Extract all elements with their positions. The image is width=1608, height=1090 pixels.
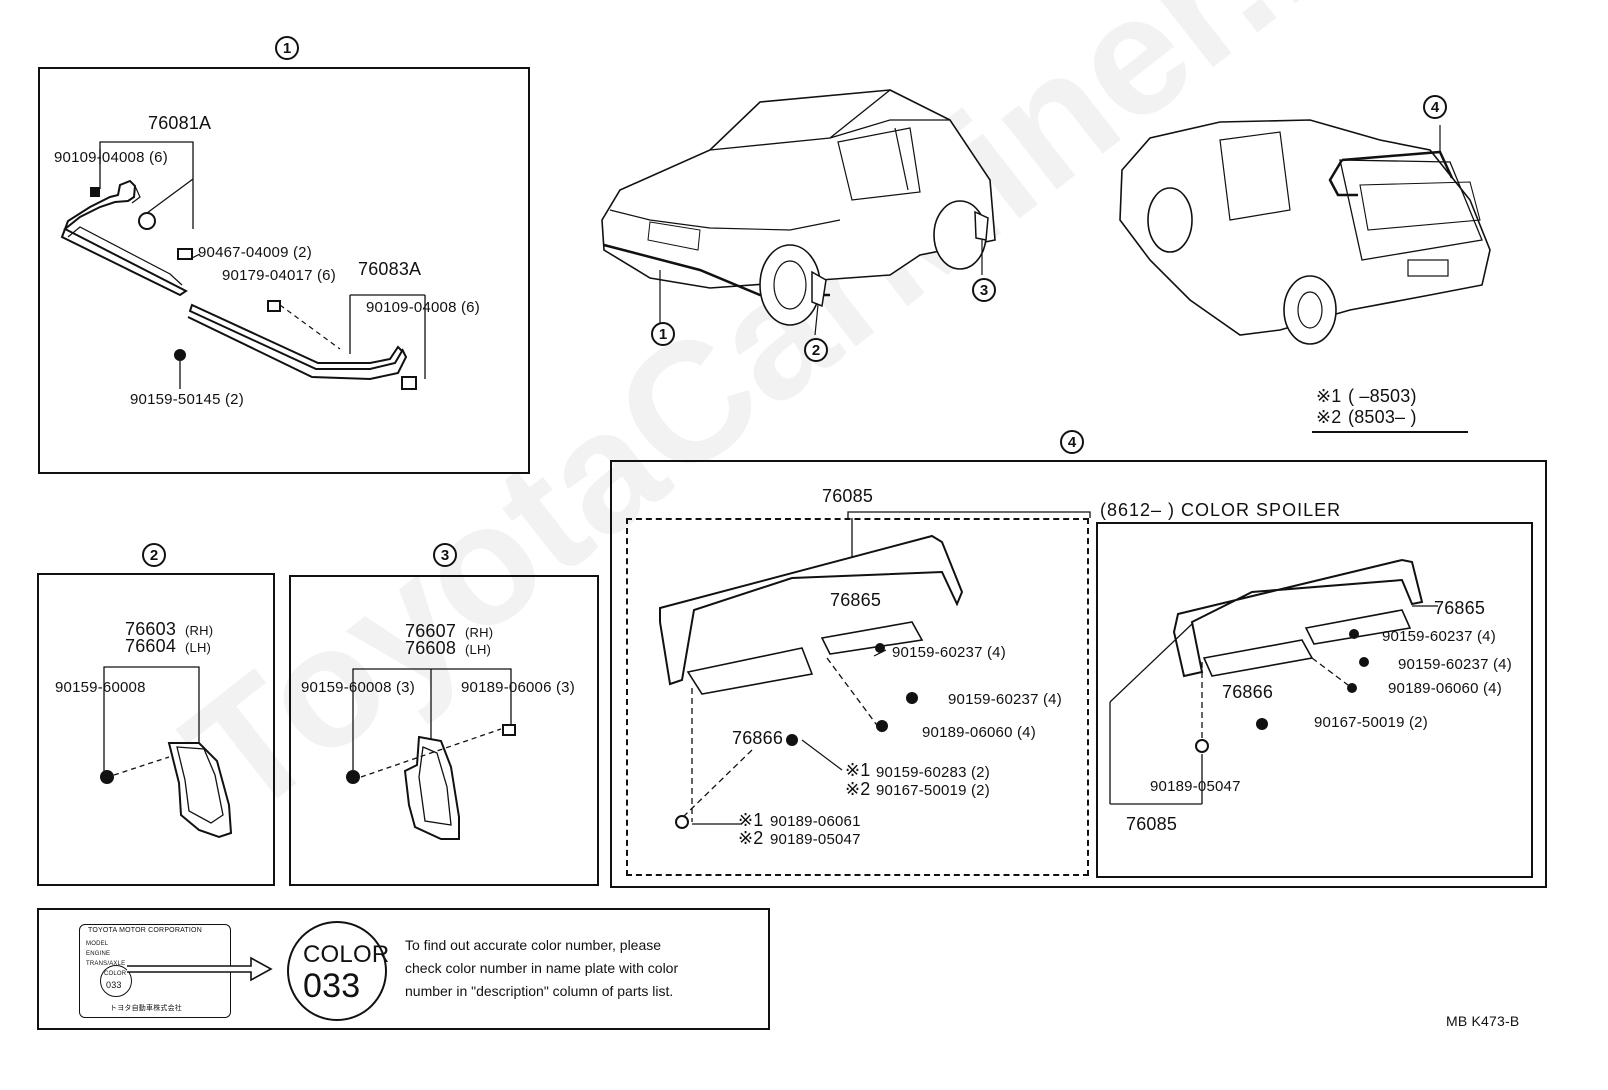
plate-line-5: COLOR [104, 971, 127, 977]
label-76604: 76604 [125, 636, 177, 656]
color-spoiler-heading: (8612– ) COLOR SPOILER [1100, 500, 1342, 520]
label-90109-04008-b: 90109-04008 (6) [366, 299, 480, 316]
plate-line-6: 033 [106, 980, 122, 990]
plate-line-3: ENGINE [86, 951, 111, 957]
pointer-arrow [127, 956, 273, 982]
legend-text-1: ( –8503) [1348, 386, 1417, 406]
label-90159-60283: 90159-60283 (2) [876, 764, 990, 781]
section-2-panel: 76603 (RH) 76604 (LH) 90159-60008 [37, 573, 275, 886]
label-90159-60237-left-a: 90159-60237 (4) [892, 644, 1006, 661]
label-90467-04009: 90467-04009 (2) [198, 244, 312, 261]
plate-line-1: TOYOTA MOTOR CORPORATION [88, 927, 202, 934]
legend-mark-2b-left: ※2 [738, 828, 764, 848]
label-76866-right: 76866 [1222, 682, 1274, 702]
label-76608: 76608 [405, 638, 457, 658]
label-90167-50019-left: 90167-50019 (2) [876, 782, 990, 799]
label-90159-50145: 90159-50145 (2) [130, 391, 244, 408]
plate-line-2: MODEL [86, 941, 109, 947]
label-76081A: 76081A [148, 113, 212, 133]
callout-3-header: 3 [433, 543, 457, 567]
color-badge: COLOR 033 [287, 921, 390, 1021]
legend-mark-1b-left: ※1 [738, 810, 764, 830]
section-1-panel: 76081A 90109-04008 (6) 90467-04009 (2) 9… [38, 67, 530, 474]
label-76607: 76607 [405, 621, 457, 641]
legend-mark-1-left: ※1 [845, 760, 871, 780]
color-note-line-2: check color number in name plate with co… [405, 960, 679, 976]
callout-4-header: 4 [1060, 430, 1084, 454]
label-76085-right: 76085 [1126, 814, 1178, 834]
label-76603: 76603 [125, 619, 177, 639]
rear-car-callout-4: 4 [1423, 95, 1447, 119]
label-90189-06060-left: 90189-06060 (4) [922, 724, 1036, 741]
label-90109-04008-a: 90109-04008 (6) [54, 149, 168, 166]
rear-car-drawing [1119, 119, 1491, 345]
label-90159-60237-left-b: 90159-60237 (4) [948, 691, 1062, 708]
legend-underline [1312, 431, 1468, 433]
label-76604-lh: (LH) [185, 640, 212, 655]
section-4-left-dashed [626, 518, 1089, 876]
label-90159-60008: 90159-60008 [55, 679, 146, 696]
section-4-panel: 76085 76865 90159-60237 (4) 90159-60237 … [610, 460, 1547, 888]
label-90189-05047-left: 90189-05047 [770, 831, 861, 848]
label-90179-04017: 90179-04017 (6) [222, 267, 336, 284]
front-car-callout-2: 2 [804, 338, 828, 362]
legend-mark-2-left: ※2 [845, 779, 871, 799]
legend-mark-2: ※2 [1316, 407, 1342, 427]
label-76085-left: 76085 [822, 486, 874, 506]
plate-line-4: TRANS/AXLE [86, 961, 126, 967]
name-plate: TOYOTA MOTOR CORPORATION MODEL ENGINE TR… [79, 924, 231, 1018]
callout-1-header: 1 [275, 36, 299, 60]
color-note-panel: TOYOTA MOTOR CORPORATION MODEL ENGINE TR… [37, 908, 770, 1030]
section-4-right-panel [1096, 522, 1533, 878]
front-spoiler-drawing [60, 141, 426, 390]
label-76607-rh: (RH) [465, 625, 494, 640]
section-3-panel: 76607 (RH) 76608 (LH) 90159-60008 (3) 90… [289, 575, 599, 886]
color-note-line-1: To find out accurate color number, pleas… [405, 937, 662, 953]
label-90189-05047-right: 90189-05047 [1150, 778, 1241, 795]
mudguard-rear-drawing [100, 666, 233, 839]
plate-line-7: トヨタ自動車株式会社 [110, 1005, 182, 1012]
legend-mark-1: ※1 [1316, 386, 1342, 406]
label-76865-right: 76865 [1434, 598, 1486, 618]
label-76865-left: 76865 [830, 590, 882, 610]
color-badge-title: COLOR [303, 941, 390, 968]
label-76608-lh: (LH) [465, 642, 492, 657]
label-90159-60008-3: 90159-60008 (3) [301, 679, 415, 696]
legend-text-2: (8503– ) [1348, 407, 1417, 427]
mudguard-front-drawing [346, 668, 516, 840]
front-car-drawing [601, 89, 996, 336]
label-90189-06060-right: 90189-06060 (4) [1388, 680, 1502, 697]
label-90167-50019-right: 90167-50019 (2) [1314, 714, 1428, 731]
color-note-line-3: number in "description" column of parts … [405, 983, 674, 999]
label-90189-06006: 90189-06006 (3) [461, 679, 575, 696]
color-badge-number: 033 [303, 967, 361, 1005]
label-76866-left: 76866 [732, 728, 784, 748]
front-car-callout-3: 3 [972, 278, 996, 302]
label-76603-rh: (RH) [185, 623, 214, 638]
label-90189-06061: 90189-06061 [770, 813, 861, 830]
footer-reference: MB K473-B [1446, 1013, 1520, 1029]
label-76083A: 76083A [358, 259, 422, 279]
front-car-callout-1: 1 [651, 322, 675, 346]
label-90159-60237-right-a: 90159-60237 (4) [1382, 628, 1496, 645]
label-90159-60237-right-b: 90159-60237 (4) [1398, 656, 1512, 673]
rear-spoiler-drawing [659, 511, 1438, 829]
callout-2-header: 2 [142, 543, 166, 567]
plate-color-circle [100, 965, 132, 997]
